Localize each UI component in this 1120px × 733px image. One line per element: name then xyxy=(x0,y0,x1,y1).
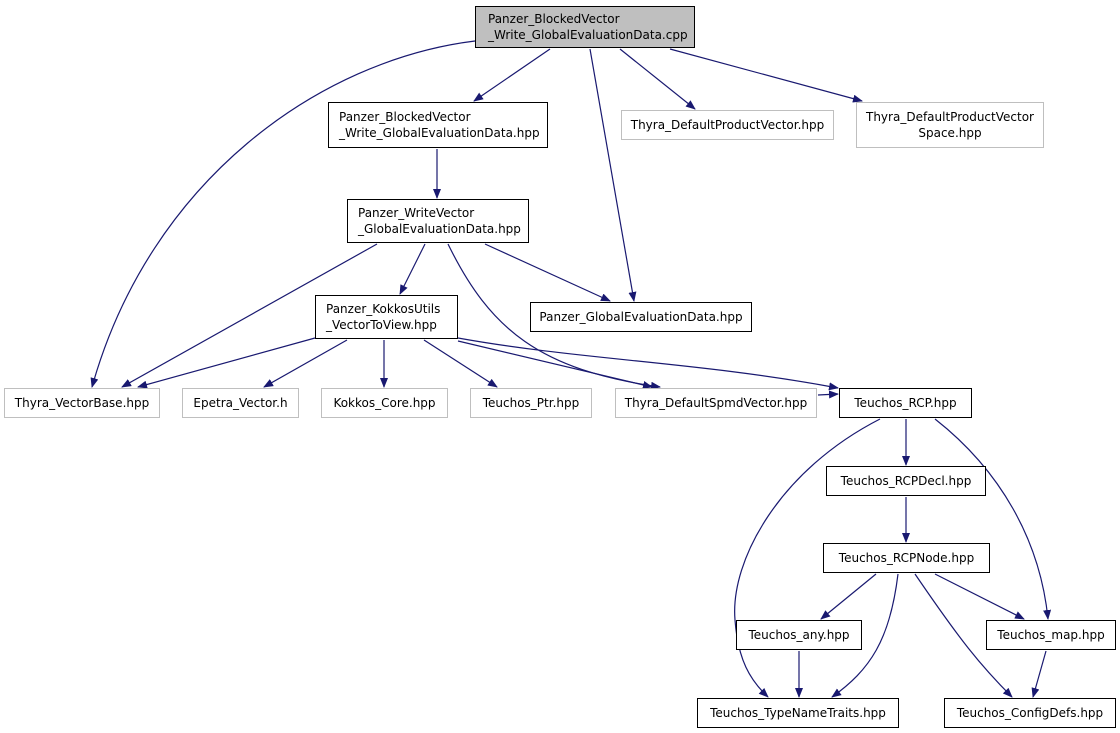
edge-kokkosutils-to-teuchos-ptr xyxy=(423,339,498,388)
edge-write-hpp-to-panzer-ged xyxy=(484,243,611,302)
node-teuchos-ptr: Teuchos_Ptr.hpp xyxy=(470,388,592,418)
node-teuchos-type-name-traits[interactable]: Teuchos_TypeNameTraits.hpp xyxy=(697,698,899,728)
edge-teuchos-rcpnode-to-teuchos-map xyxy=(934,573,1025,620)
node-thyra-vector-base: Thyra_VectorBase.hpp xyxy=(4,388,160,418)
node-epetra-vector: Epetra_Vector.h xyxy=(182,388,299,418)
edge-root-to-thyra-vb xyxy=(90,40,476,388)
edge-root-to-blocked-hpp xyxy=(473,48,551,102)
edge-kokkosutils-to-epetra-v xyxy=(263,339,348,388)
edge-root-to-panzer-ged xyxy=(589,48,637,302)
edge-kokkosutils-to-teuchos-rcp xyxy=(457,337,839,391)
node-teuchos-rcpdecl[interactable]: Teuchos_RCPDecl.hpp xyxy=(826,466,986,496)
node-teuchos-rcpnode[interactable]: Teuchos_RCPNode.hpp xyxy=(823,543,990,573)
edge-teuchos-rcpnode-to-teuchos-tnt xyxy=(831,573,899,698)
node-kokkos-core: Kokkos_Core.hpp xyxy=(321,388,448,418)
edge-kokkosutils-to-thyra-dsv xyxy=(457,340,653,389)
edge-teuchos-rcp-to-teuchos-map xyxy=(934,418,1052,620)
node-blocked-hpp[interactable]: Panzer_BlockedVector _Write_GlobalEvalua… xyxy=(328,102,548,148)
edge-write-hpp-to-kokkosutils xyxy=(399,243,426,295)
node-teuchos-rcp[interactable]: Teuchos_RCP.hpp xyxy=(839,388,972,418)
node-root[interactable]: Panzer_BlockedVector _Write_GlobalEvalua… xyxy=(475,6,695,48)
edge-thyra-dsv-to-teuchos-rcp xyxy=(817,390,839,399)
edge-kokkosutils-to-thyra-vb xyxy=(137,337,316,389)
node-write-vector-hpp[interactable]: Panzer_WriteVector _GlobalEvaluationData… xyxy=(347,199,529,243)
edge-teuchos-map-to-teuchos-cd xyxy=(1031,650,1047,698)
node-panzer-global-evaluation-data[interactable]: Panzer_GlobalEvaluationData.hpp xyxy=(530,302,752,332)
edge-write-hpp-to-thyra-vb xyxy=(121,243,378,388)
edge-teuchos-rcpnode-to-teuchos-any xyxy=(820,573,877,620)
node-thyra-default-product-vector: Thyra_DefaultProductVector.hpp xyxy=(621,110,834,140)
node-teuchos-any[interactable]: Teuchos_any.hpp xyxy=(736,620,862,650)
edge-teuchos-rcpnode-to-teuchos-cd xyxy=(914,573,1013,698)
node-teuchos-config-defs[interactable]: Teuchos_ConfigDefs.hpp xyxy=(944,698,1116,728)
node-teuchos-map[interactable]: Teuchos_map.hpp xyxy=(986,620,1116,650)
edge-root-to-thyra-dpvs xyxy=(669,48,863,103)
edge-teuchos-rcp-to-teuchos-tnt xyxy=(734,418,881,698)
node-thyra-default-spmd-vector: Thyra_DefaultSpmdVector.hpp xyxy=(615,388,817,418)
node-kokkos-utils[interactable]: Panzer_KokkosUtils _VectorToView.hpp xyxy=(315,295,458,339)
edge-root-to-thyra-dpv xyxy=(619,48,696,110)
node-thyra-default-product-vector-space: Thyra_DefaultProductVector Space.hpp xyxy=(856,102,1044,148)
